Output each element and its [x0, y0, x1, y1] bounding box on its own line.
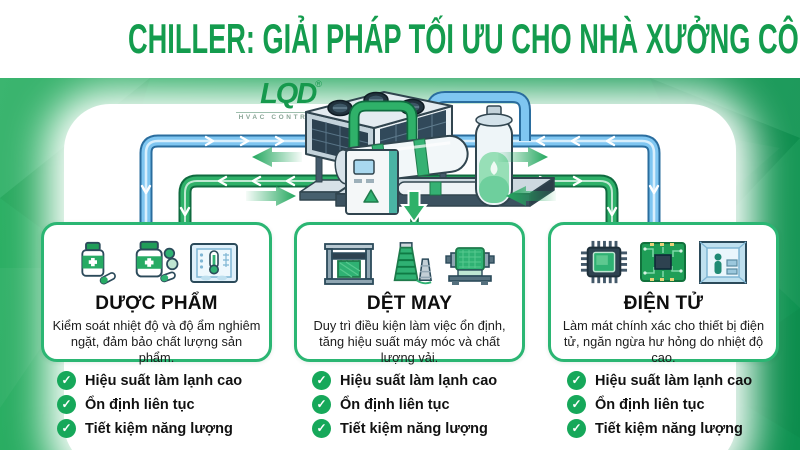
registered-mark: ® — [315, 79, 322, 89]
card-textile-description: Duy trì điều kiện làm việc ổn định, tăng… — [313, 318, 506, 366]
benefits-list-pharma: ✓ Hiệu suất làm lạnh cao ✓ Ổn định liên tụ… — [57, 371, 277, 443]
medicine-bottle-icon — [80, 241, 116, 285]
benefit-label: Hiệu suất làm lạnh cao — [85, 372, 243, 389]
benefits-list-electronics: ✓ Hiệu suất làm lạnh cao ✓ Ổn định liên tụ… — [567, 371, 787, 443]
benefit-label: Ổn định liên tục — [85, 396, 195, 413]
check-icon: ✓ — [567, 371, 586, 390]
check-icon: ✓ — [567, 419, 586, 438]
check-icon: ✓ — [567, 395, 586, 414]
check-icon: ✓ — [312, 395, 331, 414]
benefit-label: Ổn định liên tục — [340, 396, 450, 413]
check-icon: ✓ — [312, 371, 331, 390]
textile-icon-row — [305, 233, 514, 287]
benefit-item: ✓ Ổn định liên tục — [567, 395, 787, 414]
cpu-chip-icon — [580, 240, 627, 284]
card-electronics-description: Làm mát chính xác cho thiết bị điện tử, … — [562, 318, 765, 366]
benefit-item: ✓ Hiệu suất làm lạnh cao — [312, 371, 532, 390]
check-icon: ✓ — [57, 371, 76, 390]
check-icon: ✓ — [57, 395, 76, 414]
benefit-label: Hiệu suất làm lạnh cao — [340, 372, 498, 389]
benefit-item: ✓ Tiết kiệm năng lượng — [567, 419, 787, 438]
benefit-label: Tiết kiệm năng lượng — [85, 420, 233, 437]
benefit-item: ✓ Ổn định liên tục — [57, 395, 277, 414]
check-icon: ✓ — [312, 419, 331, 438]
card-electronics: ĐIỆN TỬ Làm mát chính xác cho thiết bị đ… — [548, 222, 779, 365]
benefit-item: ✓ Tiết kiệm năng lượng — [57, 419, 277, 438]
weaving-loom-icon — [323, 243, 374, 285]
card-pharma-description: Kiểm soát nhiệt độ và độ ẩm nghiêm ngặt,… — [52, 318, 261, 366]
check-icon: ✓ — [57, 419, 76, 438]
card-pharma-title: DƯỢC PHẨM — [95, 293, 218, 314]
benefit-item: ✓ Tiết kiệm năng lượng — [312, 419, 532, 438]
card-electronics-title: ĐIỆN TỬ — [623, 293, 704, 314]
page-title: CHILLER: GIẢI PHÁP TỐI ƯU CHO NHÀ XƯỞNG … — [128, 16, 800, 63]
benefit-item: ✓ Hiệu suất làm lạnh cao — [567, 371, 787, 390]
benefit-label: Tiết kiệm năng lượng — [595, 420, 743, 437]
logo-text: LQD — [260, 78, 317, 110]
electronics-icon-row — [559, 233, 768, 287]
card-pharma: DƯỢC PHẨM Kiểm soát nhiệt độ và độ ẩm ng… — [41, 222, 272, 365]
circuit-board-icon — [639, 242, 686, 282]
benefits-list-textile: ✓ Hiệu suất làm lạnh cao ✓ Ổn định liên tụ… — [312, 371, 532, 443]
yarn-cones-icon — [393, 242, 432, 285]
benefit-label: Tiết kiệm năng lượng — [340, 420, 488, 437]
fabric-roller-icon — [444, 247, 495, 285]
logo-tagline: HVAC CONTRACTOR — [236, 112, 346, 122]
pharma-icon-row — [52, 233, 261, 287]
pharma-jar-pills-icon — [135, 240, 178, 283]
benefit-label: Hiệu suất làm lạnh cao — [595, 372, 753, 389]
benefit-item: ✓ Ổn định liên tục — [312, 395, 532, 414]
card-textile-title: DỆT MAY — [366, 293, 453, 314]
benefit-label: Ổn định liên tục — [595, 396, 705, 413]
benefit-item: ✓ Hiệu suất làm lạnh cao — [57, 371, 277, 390]
card-textile: DỆT MAY Duy trì điều kiện làm việc ổn đị… — [294, 222, 525, 365]
company-logo: LQD® HVAC CONTRACTOR — [236, 80, 346, 122]
clean-room-icon — [698, 241, 747, 284]
climate-chamber-icon — [189, 243, 238, 283]
